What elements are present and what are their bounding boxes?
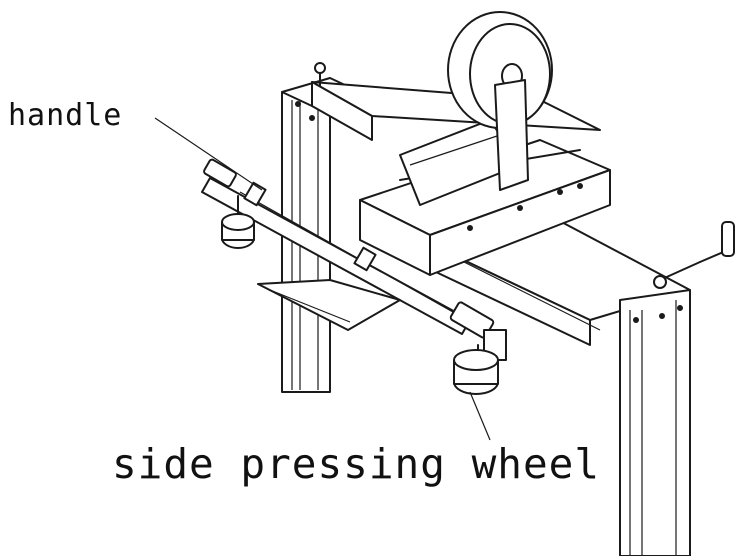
wheel-leader-line <box>469 391 491 441</box>
left-pressing-wheel <box>221 195 255 249</box>
right-pressing-wheel <box>453 329 507 395</box>
tape-tray <box>257 279 401 331</box>
handle-label: handle <box>8 98 123 133</box>
crank-handle <box>653 221 735 289</box>
carriage <box>359 139 611 276</box>
handle-bar <box>201 158 495 339</box>
right-post <box>619 289 691 556</box>
handle-leader-line <box>154 117 263 191</box>
leader-lines <box>154 117 491 441</box>
tape-roll <box>447 11 553 191</box>
side-pressing-wheel-label: side pressing wheel <box>112 440 600 488</box>
